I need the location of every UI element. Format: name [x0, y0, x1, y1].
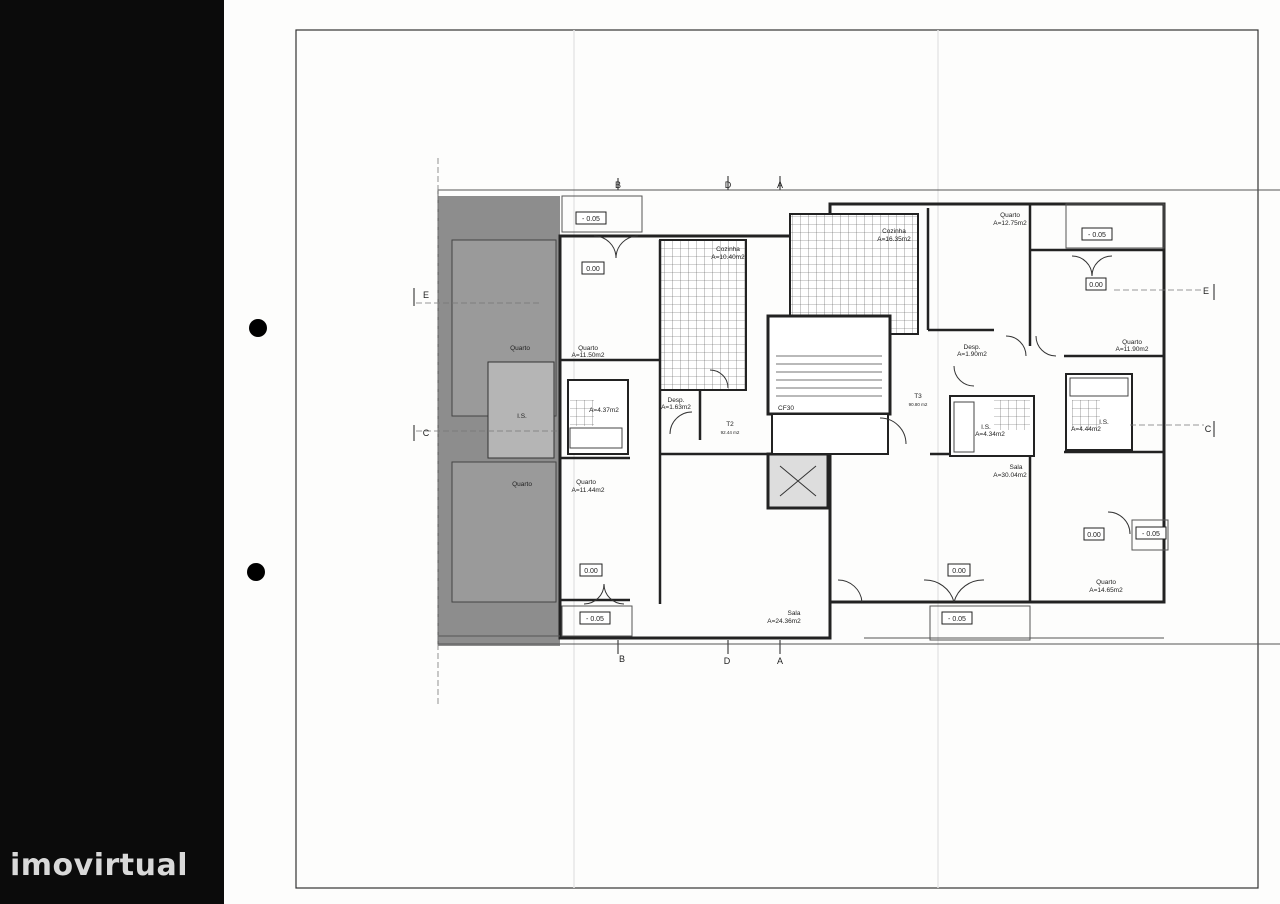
stair-treads [776, 355, 882, 397]
room-quarto-br: Quarto [1096, 579, 1116, 586]
room-t3-area: 90.80 m2 [909, 402, 928, 407]
room-cozinha-right: Cozinha [882, 228, 906, 235]
section-e-right: E [1203, 286, 1209, 296]
room-sala-right-area: A=30.04m2 [993, 472, 1027, 479]
room-is-left-area: A=4.37m2 [589, 407, 619, 414]
room-is-right-area: A=4.44m2 [1071, 426, 1101, 433]
left-black-band [0, 0, 224, 904]
bath-left-tiles [570, 400, 594, 426]
punch-hole [249, 319, 267, 337]
elevator-cross [779, 465, 817, 497]
section-c-right: C [1205, 424, 1212, 434]
level-1: - 0.05 [582, 216, 600, 223]
section-e-left: E [423, 290, 429, 300]
section-a-top: A [777, 180, 783, 190]
room-quarto-r-area: A=11.90m2 [1116, 346, 1149, 353]
level-10: - 0.05 [948, 616, 966, 623]
level-2: 0.00 [586, 266, 600, 273]
balcony-lines [438, 195, 1169, 641]
room-cozinha-right-area: A=16.35m2 [877, 236, 911, 243]
level-5: 0.00 [1087, 532, 1101, 539]
slab-outline [437, 189, 1280, 645]
level-boxes [575, 211, 1167, 625]
section-c-left: C [423, 428, 430, 438]
level-4: 0.00 [1089, 282, 1103, 289]
section-d-top: D [725, 180, 732, 190]
section-lines [416, 158, 1204, 706]
room-sala-right: Sala [1009, 464, 1022, 471]
floor-plan: B D A B D A E E C C - 0.05 0.00 - 0.05 0… [247, 29, 1280, 889]
level-3: - 0.05 [1088, 232, 1106, 239]
stair-core [766, 314, 892, 416]
room-desp-left: Desp. [668, 397, 685, 404]
room-quarto-br-area: A=14.65m2 [1089, 587, 1123, 594]
room-t2: T2 [726, 421, 734, 428]
room-desp-right-area: A=1.90m2 [957, 351, 987, 358]
room-quarto-a: Quarto [578, 345, 598, 352]
room-labels: Quarto I.S. Quarto Quarto A=11.50m2 Cozi… [510, 212, 1149, 625]
room-is-right: I.S. [1099, 419, 1109, 426]
room-quarto-tr-area: A=12.75m2 [993, 220, 1027, 227]
bath-right-tub [1069, 377, 1129, 397]
room-is-mid-area: A=4.34m2 [975, 431, 1005, 438]
room-desp-left-area: A=1.63m2 [661, 404, 691, 411]
room-quarto-b: Quarto [576, 479, 596, 486]
level-9: 0.00 [952, 568, 966, 575]
section-d-bottom: D [724, 656, 731, 666]
neighbour-room-bottom [451, 461, 557, 603]
punch-hole [247, 563, 265, 581]
room-cozinha-left-area: A=10.40m2 [711, 254, 745, 261]
room-quarto-b-area: A=11.44m2 [572, 487, 605, 494]
section-b-top: B [615, 180, 621, 190]
room-quarto-tr: Quarto [1000, 212, 1020, 219]
plan-sheet: B D A B D A E E C C - 0.05 0.00 - 0.05 0… [224, 0, 1280, 904]
level-6: - 0.05 [1142, 531, 1160, 538]
section-ticks [413, 176, 1215, 654]
level-7: - 0.05 [586, 616, 604, 623]
room-sala-left: Sala [787, 610, 800, 617]
room-t2-area: 92.44 m2 [721, 430, 740, 435]
door-swings [583, 235, 1131, 605]
bath-mid-tub [953, 401, 975, 453]
bath-right-tiles [1072, 400, 1100, 430]
imovirtual-watermark: imovirtual [10, 848, 189, 883]
level-8: 0.00 [584, 568, 598, 575]
corridor [771, 413, 889, 455]
room-cozinha-left: Cozinha [716, 246, 740, 253]
room-quarto-a-area: A=11.50m2 [572, 352, 605, 359]
room-desp-right: Desp. [964, 344, 981, 351]
section-a-bottom: A [777, 656, 783, 666]
room-quarto-grey-top: Quarto [510, 345, 530, 352]
bath-mid-tiles [994, 400, 1030, 430]
bath-left-tub [569, 427, 623, 449]
room-is-mid: I.S. [981, 424, 991, 431]
kitchen-left-floor [659, 239, 747, 391]
t3-interior-walls [926, 204, 1164, 602]
section-b-bottom: B [619, 654, 625, 664]
t2-interior-walls [560, 240, 768, 604]
neighbour-bath [487, 361, 555, 459]
room-cf30: CF30 [778, 405, 794, 412]
room-sala-left-area: A=24.36m2 [767, 618, 801, 625]
kitchen-right-floor [789, 213, 919, 335]
room-quarto-grey-bottom: Quarto [512, 481, 532, 488]
room-quarto-r: Quarto [1122, 339, 1142, 346]
room-is-grey: I.S. [517, 413, 527, 420]
room-t3: T3 [914, 393, 922, 400]
drawing-frame [295, 29, 1259, 889]
